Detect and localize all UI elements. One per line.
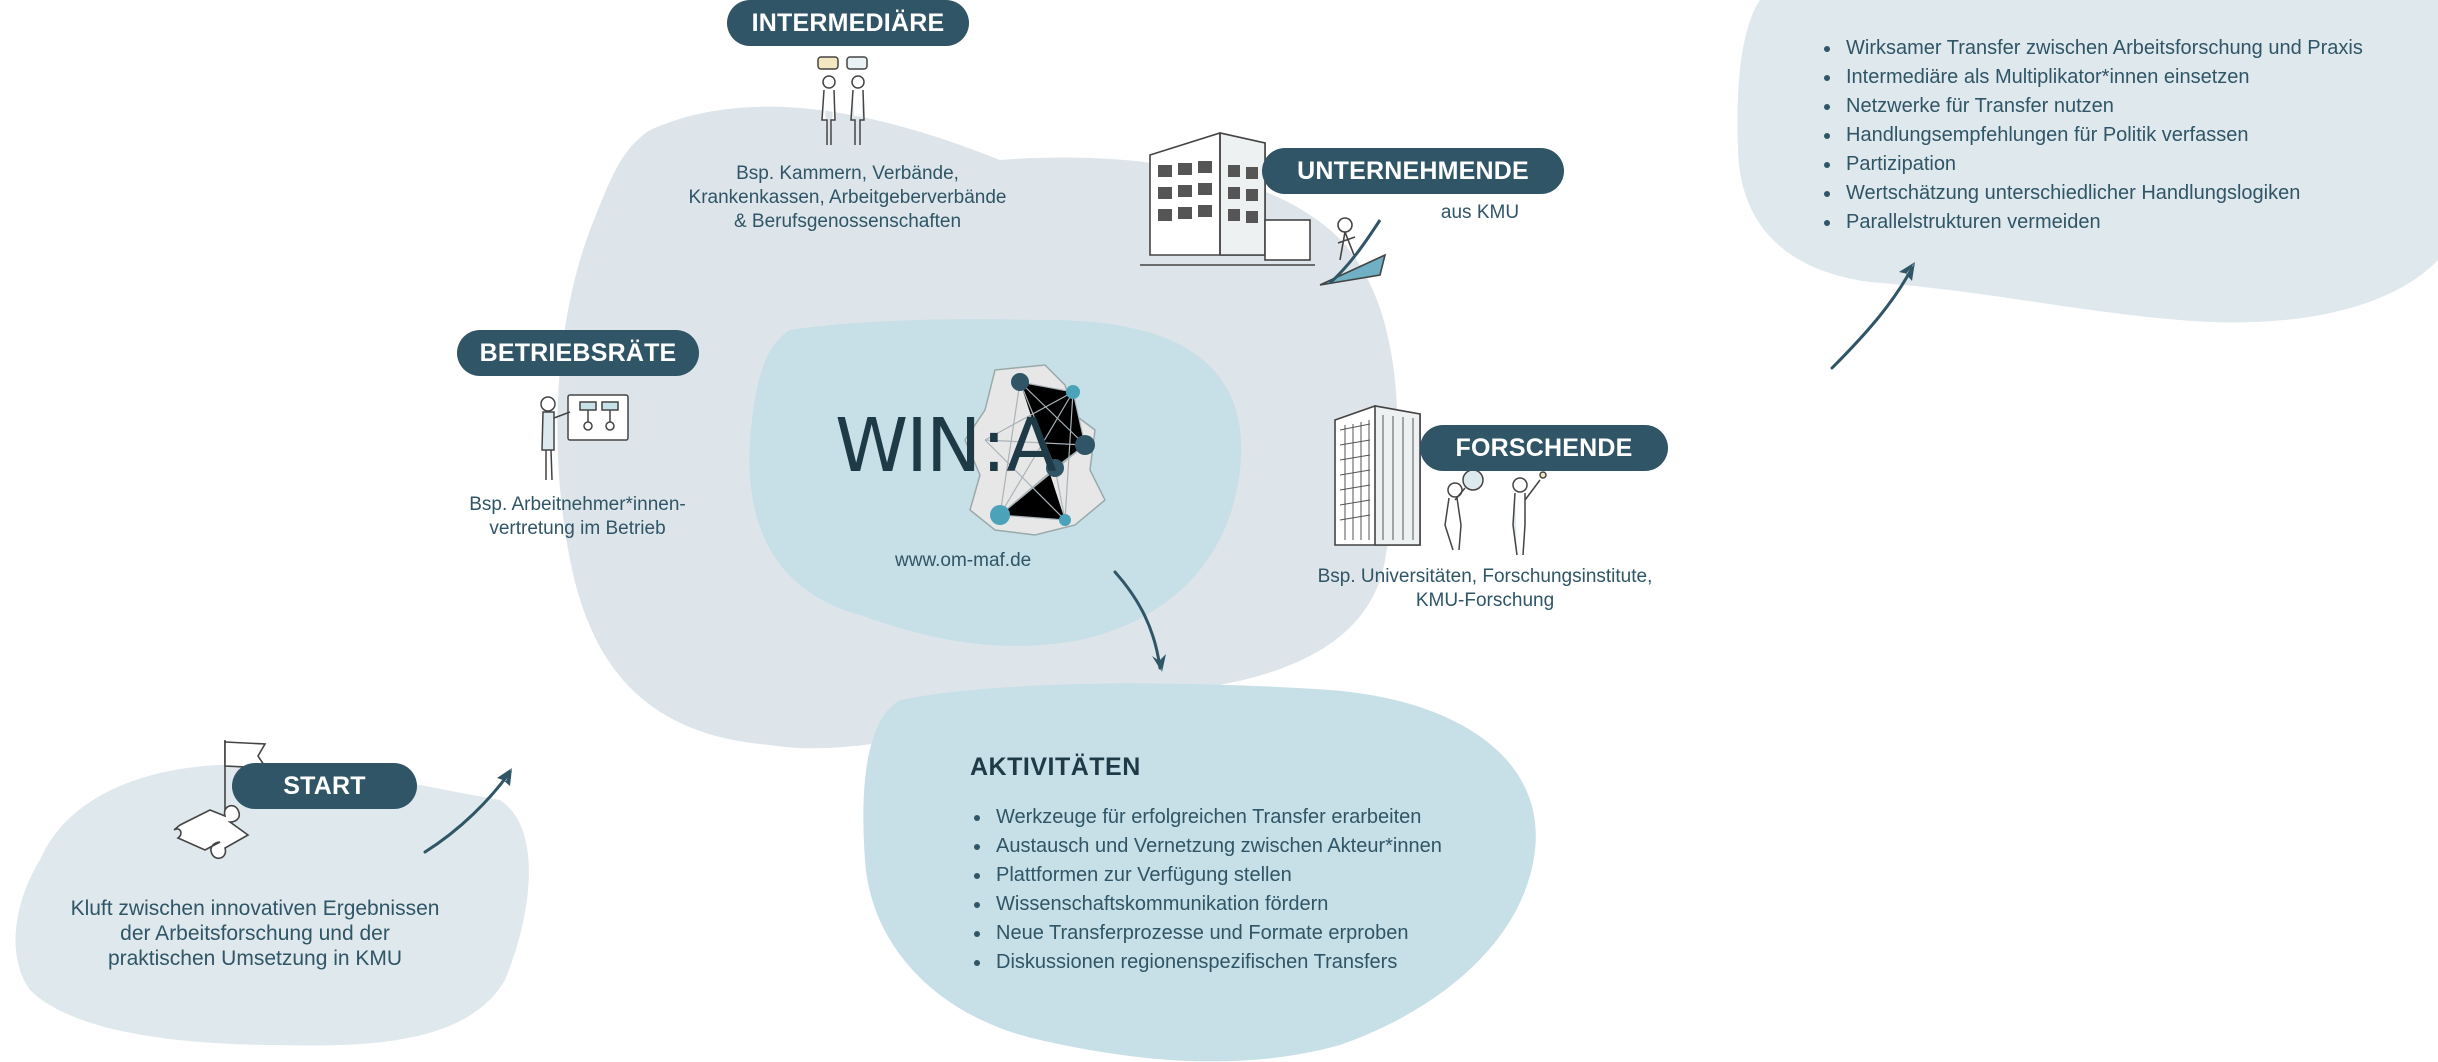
- caption-line: Bsp. Universitäten, Forschungsinstitute,: [1317, 566, 1653, 587]
- activities-blob: [863, 683, 1536, 1062]
- logo-wordmark-left: WIN: [835, 403, 981, 489]
- caption-line: & Berufsgenossenschaften: [733, 211, 962, 232]
- arrow-start-to-network: [423, 770, 512, 854]
- activities-heading: AKTIVITÄTEN: [970, 753, 1141, 781]
- caption-line: aus KMU: [1440, 202, 1520, 223]
- logo-wordmark-right: A: [1006, 403, 1057, 489]
- list-item: Neue Transferprozesse und Formate erprob…: [970, 919, 1442, 948]
- arrow-to-goals: [1830, 266, 1914, 370]
- caption-line: Kluft zwischen innovativen Ergebnissen: [70, 897, 440, 920]
- people-talking-icon: [817, 56, 868, 145]
- arrowhead-goals: [1899, 262, 1915, 281]
- start-blob: [15, 764, 529, 1046]
- list-item: Intermediäre als Multiplikator*innen ein…: [1820, 63, 2363, 92]
- arrowhead-activities: [1152, 654, 1166, 672]
- betriebsraete-caption: Bsp. Arbeitnehmer*innen- vertretung im B…: [445, 493, 710, 541]
- company-building-icon: [1140, 132, 1387, 286]
- list-item: Partizipation: [1820, 150, 2363, 179]
- list-item: Wissenschaftskommunikation fördern: [970, 890, 1442, 919]
- forschende-caption: Bsp. Universitäten, Forschungsinstitute,…: [1290, 565, 1680, 613]
- start-caption: Kluft zwischen innovativen Ergebnissen d…: [35, 896, 475, 971]
- activities-list: Werkzeuge für erfolgreichen Transfer era…: [970, 803, 1442, 977]
- goals-list: Wirksamer Transfer zwischen Arbeitsforsc…: [1820, 34, 2363, 237]
- logo-wordmark-sep: :: [981, 403, 1006, 489]
- betriebsraete-label: BETRIEBSRÄTE: [457, 330, 699, 376]
- intermediaere-caption: Bsp. Kammern, Verbände, Krankenkassen, A…: [655, 162, 1040, 234]
- arrowhead-start: [497, 768, 512, 786]
- network-map-icon: [964, 364, 1106, 536]
- caption-line: KMU-Forschung: [1415, 590, 1555, 611]
- presenter-whiteboard-icon: [540, 394, 629, 481]
- caption-line: der Arbeitsforschung und der: [120, 922, 390, 945]
- arrow-network-to-activities: [1113, 570, 1162, 670]
- list-item: Wirksamer Transfer zwischen Arbeitsforsc…: [1820, 34, 2363, 63]
- caption-line: Bsp. Arbeitnehmer*innen-: [469, 494, 686, 515]
- list-item: Werkzeuge für erfolgreichen Transfer era…: [970, 803, 1442, 832]
- logo-wordmark: WIN:A: [835, 403, 1057, 489]
- caption-line: Bsp. Kammern, Verbände,: [736, 163, 959, 184]
- list-item: Plattformen zur Verfügung stellen: [970, 861, 1442, 890]
- caption-line: praktischen Umsetzung in KMU: [107, 947, 403, 970]
- unternehmende-caption: aus KMU: [1420, 201, 1540, 225]
- list-item: Handlungsempfehlungen für Politik verfas…: [1820, 121, 2363, 150]
- website-url[interactable]: www.om-maf.de: [895, 550, 1032, 571]
- unternehmende-label: UNTERNEHMENDE: [1262, 148, 1564, 194]
- start-label: START: [232, 763, 417, 809]
- list-item: Diskussionen regionenspezifischen Transf…: [970, 948, 1442, 977]
- intermediaere-label: INTERMEDIÄRE: [727, 0, 969, 46]
- caption-line: Krankenkassen, Arbeitgeberverbände: [688, 187, 1007, 208]
- puzzle-flag-icon: [173, 740, 268, 860]
- forschende-label: FORSCHENDE: [1420, 425, 1668, 471]
- list-item: Austausch und Vernetzung zwischen Akteur…: [970, 832, 1442, 861]
- list-item: Netzwerke für Transfer nutzen: [1820, 92, 2363, 121]
- list-item: Parallelstrukturen vermeiden: [1820, 208, 2363, 237]
- research-building-icon: [1334, 405, 1547, 556]
- goals-blob: [1737, 0, 2438, 323]
- list-item: Wertschätzung unterschiedlicher Handlung…: [1820, 179, 2363, 208]
- caption-line: vertretung im Betrieb: [489, 518, 666, 539]
